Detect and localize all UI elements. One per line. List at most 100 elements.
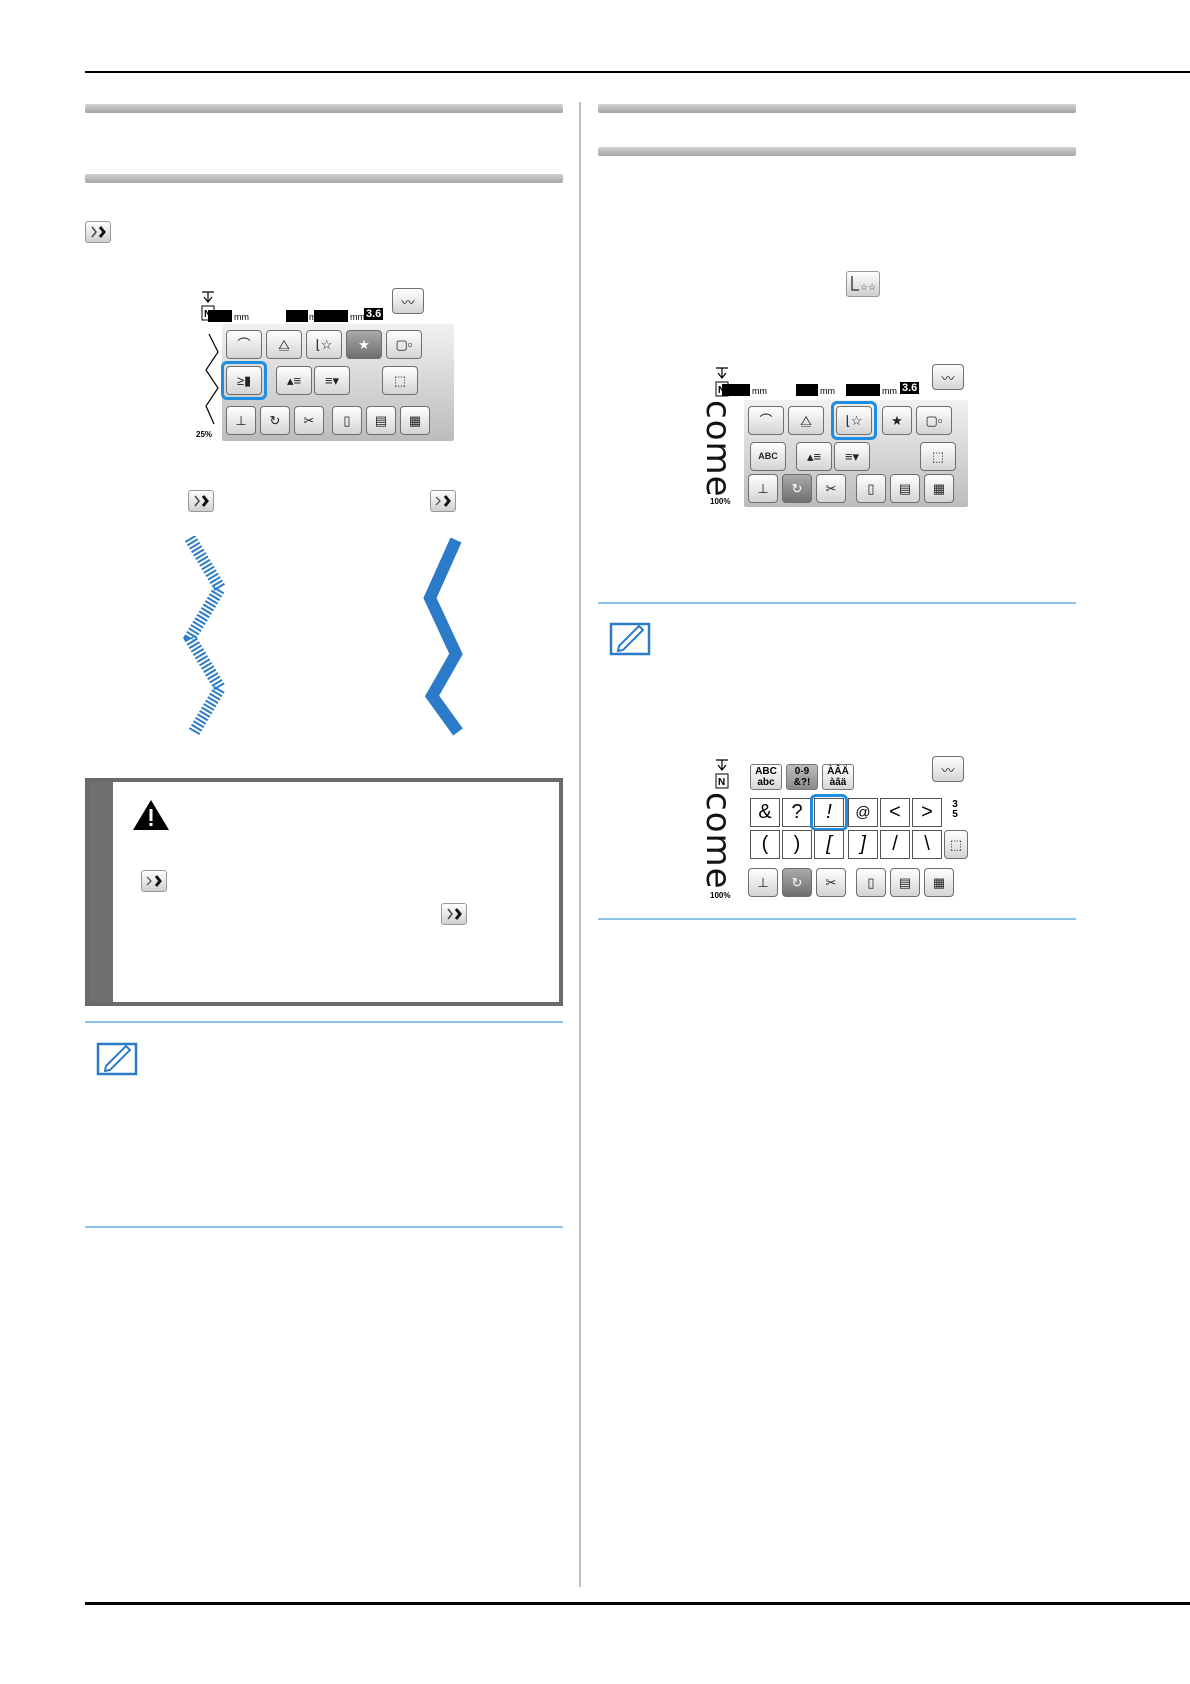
scissors-button[interactable]: ✂ bbox=[294, 406, 324, 435]
elongation-down-button[interactable]: ≡▾ bbox=[834, 442, 870, 471]
key-left-bracket[interactable]: [ bbox=[814, 830, 844, 859]
key-slash[interactable]: / bbox=[880, 830, 910, 859]
reverse-button[interactable]: ↻ bbox=[260, 406, 290, 435]
section-heading-bar-bottom bbox=[85, 174, 563, 183]
footer-rule bbox=[85, 1602, 1190, 1605]
elongation-up-button[interactable]: ▴≡ bbox=[276, 366, 312, 395]
note-rule-bottom-right bbox=[598, 918, 1076, 920]
settings-button[interactable]: ▦ bbox=[400, 406, 430, 435]
key-right-paren[interactable]: ) bbox=[782, 830, 812, 859]
caution-box bbox=[85, 778, 563, 1006]
presser-foot-button[interactable]: ⊥ bbox=[748, 868, 778, 897]
twin-needle-button[interactable]: ⌒ bbox=[748, 406, 784, 435]
memory-button[interactable]: ⬚ bbox=[920, 442, 956, 471]
page-numerator: 3 bbox=[952, 799, 958, 810]
key-exclamation[interactable]: ! bbox=[814, 798, 844, 827]
key-right-bracket[interactable]: ] bbox=[848, 830, 878, 859]
manual-button[interactable]: ▤ bbox=[366, 406, 396, 435]
elongation-down-button[interactable]: ≡▾ bbox=[314, 366, 350, 395]
key-left-paren[interactable]: ( bbox=[750, 830, 780, 859]
pocket-button[interactable]: ▯ bbox=[856, 868, 886, 897]
tension-value: 3.6 bbox=[364, 308, 384, 320]
svg-text:☆☆: ☆☆ bbox=[860, 282, 876, 292]
reverse-button[interactable]: ↻ bbox=[782, 868, 812, 897]
key-question[interactable]: ? bbox=[782, 798, 812, 827]
note-rule-bottom-left bbox=[85, 1226, 563, 1228]
key-less-than[interactable]: < bbox=[880, 798, 910, 827]
stitch-setting-button[interactable]: 〰 bbox=[932, 756, 964, 782]
header-rule bbox=[85, 71, 1190, 73]
repeat-button[interactable]: ★ bbox=[346, 330, 382, 359]
reverse-button[interactable]: ↻ bbox=[782, 474, 812, 503]
pattern-start-button[interactable]: ⌊☆ bbox=[306, 330, 342, 359]
svg-text:N: N bbox=[718, 777, 725, 788]
density-glyph bbox=[91, 226, 106, 238]
scissors-button[interactable]: ✂ bbox=[816, 868, 846, 897]
stitch-setting-button[interactable]: 〰 bbox=[932, 364, 964, 390]
key-ampersand[interactable]: & bbox=[750, 798, 780, 827]
section-heading-bar-bottom-right bbox=[598, 147, 1076, 156]
pattern-start-highlight bbox=[831, 401, 877, 440]
density-coarse-glyph bbox=[435, 495, 451, 507]
section-heading-bar-top bbox=[85, 104, 563, 113]
pattern-start-button[interactable]: ⌊☆ bbox=[836, 406, 872, 435]
repeat-button[interactable]: ★ bbox=[882, 406, 912, 435]
scissors-button[interactable]: ✂ bbox=[816, 474, 846, 503]
mirror-button[interactable]: ⧋ bbox=[266, 330, 302, 359]
character-spacing-button[interactable]: ABC bbox=[750, 442, 786, 471]
density-button[interactable]: ≥▮ bbox=[226, 366, 262, 395]
key-backslash[interactable]: \ bbox=[912, 830, 942, 859]
density-icon-fine bbox=[188, 490, 214, 512]
tension-unit: mm bbox=[350, 312, 365, 322]
width-unit: mm bbox=[752, 386, 767, 396]
caution-side-bar bbox=[89, 782, 113, 1002]
page-denominator: 5 bbox=[952, 809, 958, 820]
pocket-button[interactable]: ▯ bbox=[856, 474, 886, 503]
density-icon-caution-a bbox=[141, 870, 167, 892]
size-button[interactable]: ▢▫ bbox=[916, 406, 952, 435]
manual-button[interactable]: ▤ bbox=[890, 868, 920, 897]
memo-icon bbox=[96, 1042, 138, 1076]
tension-meter bbox=[314, 310, 348, 322]
presser-foot-button[interactable]: ⊥ bbox=[226, 406, 256, 435]
tension-meter bbox=[846, 384, 880, 396]
exclamation-key-highlight bbox=[810, 794, 848, 831]
stitch-setting-button[interactable]: 〰 bbox=[392, 288, 424, 314]
key-at[interactable]: @ bbox=[848, 798, 878, 827]
svg-text:N: N bbox=[204, 309, 211, 320]
manual-button[interactable]: ▤ bbox=[890, 474, 920, 503]
lcd-screen-character-keys: N come 100% ABC abc 0-9 &?! ÀÂÄ àâä 〰 & … bbox=[698, 756, 968, 901]
size-button[interactable]: ▢▫ bbox=[386, 330, 422, 359]
section-heading-bar-top-right bbox=[598, 104, 1076, 113]
key-greater-than[interactable]: > bbox=[912, 798, 942, 827]
settings-button[interactable]: ▦ bbox=[924, 868, 954, 897]
note-rule-top-right bbox=[598, 602, 1076, 604]
density-caution-a-glyph bbox=[146, 875, 162, 887]
twin-needle-button[interactable]: ⌒ bbox=[226, 330, 262, 359]
welcome-preview-text: come bbox=[698, 792, 738, 890]
length-unit: mm bbox=[820, 386, 835, 396]
column-divider bbox=[579, 102, 581, 1587]
density-fine-glyph bbox=[194, 495, 209, 507]
tension-unit: mm bbox=[882, 386, 897, 396]
tab-alphabet[interactable]: ABC abc bbox=[750, 764, 782, 790]
tab-numbers-symbols[interactable]: 0-9 &?! bbox=[786, 764, 818, 790]
pocket-button[interactable]: ▯ bbox=[332, 406, 362, 435]
page-indicator[interactable]: 3 5 bbox=[944, 800, 966, 820]
memory-button[interactable]: ⬚ bbox=[382, 366, 418, 395]
width-unit: mm bbox=[234, 312, 249, 322]
tab-accented[interactable]: ÀÂÄ àâä bbox=[822, 764, 854, 790]
lcd-screen-density: N 25% mm mm mm 3.6 〰 ⌒ ⧋ ⌊☆ ★ ▢▫ ≥▮ ▴≡ ≡… bbox=[196, 288, 454, 441]
width-meter bbox=[208, 310, 232, 322]
settings-button[interactable]: ▦ bbox=[924, 474, 954, 503]
density-icon-coarse bbox=[430, 490, 456, 512]
width-meter bbox=[722, 384, 750, 396]
elongation-up-button[interactable]: ▴≡ bbox=[796, 442, 832, 471]
tension-value: 3.6 bbox=[900, 382, 920, 394]
mirror-button[interactable]: ⧋ bbox=[788, 406, 824, 435]
pattern-start-glyph: ☆☆ bbox=[851, 276, 876, 292]
memory-button[interactable]: ⬚ bbox=[944, 830, 968, 859]
density-icon bbox=[85, 221, 111, 243]
presser-foot-indicator: N bbox=[715, 759, 729, 789]
presser-foot-button[interactable]: ⊥ bbox=[748, 474, 778, 503]
